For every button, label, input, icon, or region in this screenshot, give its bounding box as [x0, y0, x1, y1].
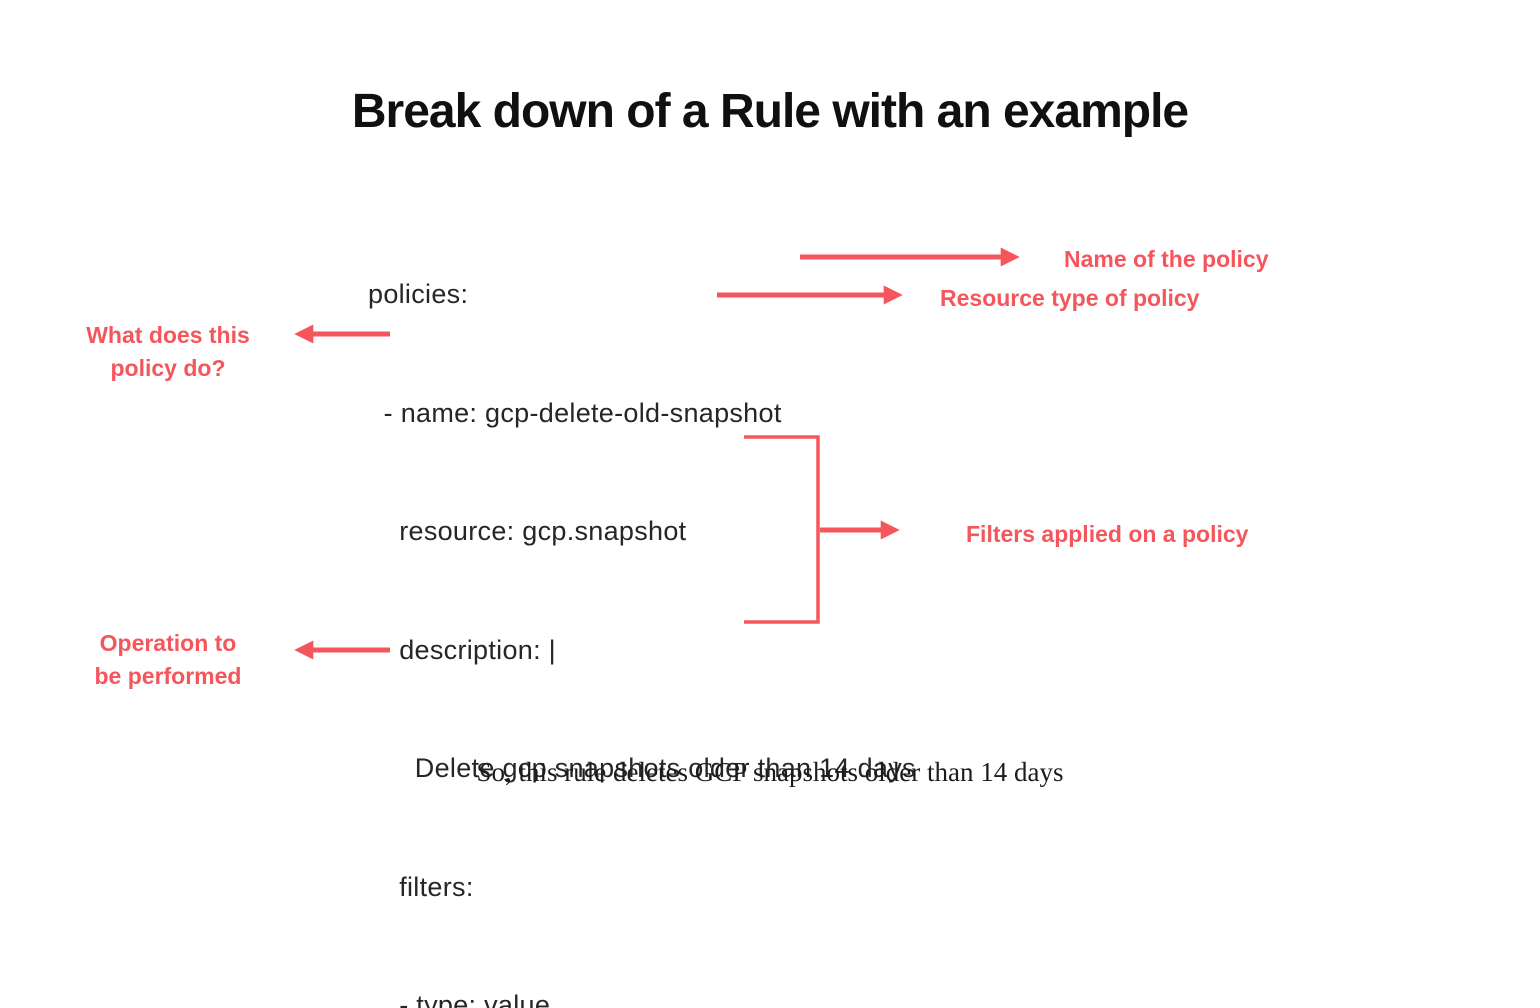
- code-line-description-text: Delete gcp snapshots older than 14 days: [368, 753, 916, 783]
- filters-applied-label: Filters applied on a policy: [966, 521, 1249, 547]
- yaml-code-block: policies: - name: gcp-delete-old-snapsho…: [368, 196, 916, 1008]
- operation-performed-label: Operation to be performed: [94, 630, 242, 689]
- code-line-policies: policies:: [368, 279, 469, 309]
- code-line-resource: resource: gcp.snapshot: [368, 516, 687, 546]
- resource-type-label: Resource type of policy: [940, 285, 1200, 311]
- code-line-description: description: |: [368, 634, 556, 665]
- summary-caption: So, this rule deletes GCP snapshots olde…: [476, 757, 1064, 787]
- code-line-name: - name: gcp-delete-old-snapshot: [368, 397, 782, 428]
- code-line-filter-type: - type: value: [368, 990, 551, 1008]
- what-does-policy-do-label: What does this policy do?: [86, 322, 250, 381]
- page-title: Break down of a Rule with an example: [351, 85, 1189, 138]
- code-line-filters: filters:: [368, 871, 474, 902]
- name-of-policy-label: Name of the policy: [1064, 246, 1269, 272]
